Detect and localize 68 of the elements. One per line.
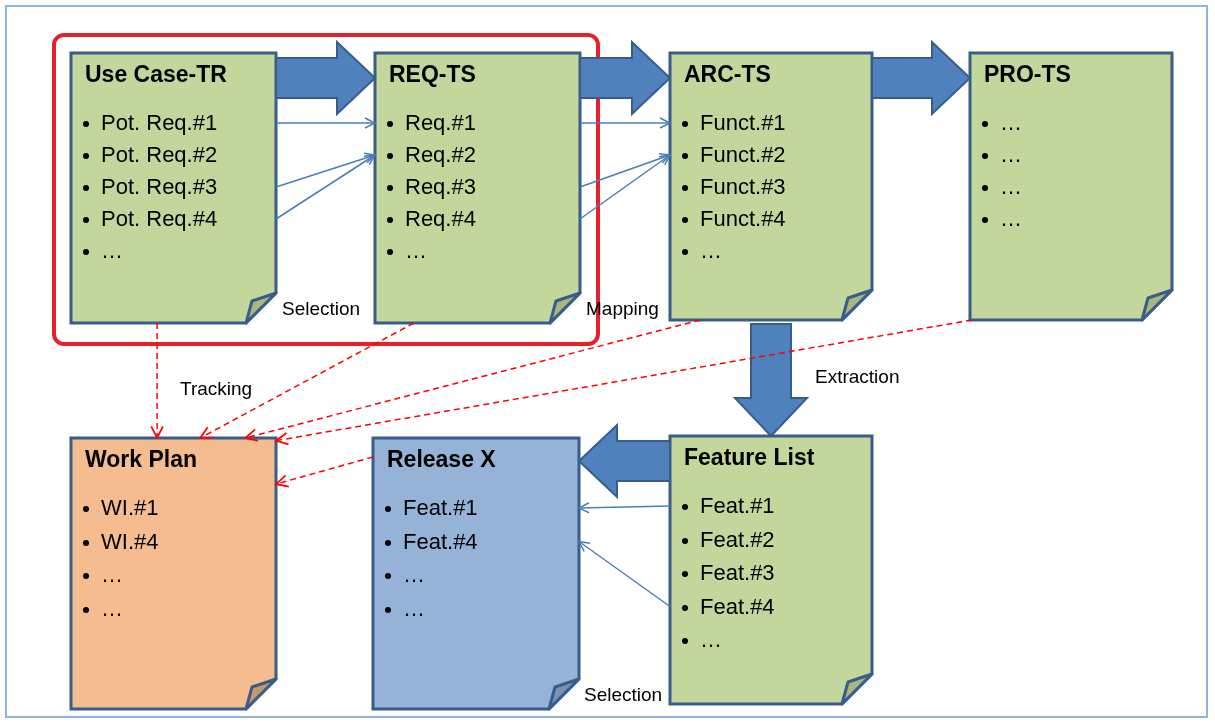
document-card xyxy=(670,436,872,704)
document-title: Use Case-TR xyxy=(85,61,227,88)
document-title: Feature List xyxy=(684,444,815,471)
document-card xyxy=(71,438,276,709)
mapping-arrow xyxy=(578,540,671,608)
list-item: … xyxy=(373,560,579,590)
list-item: Pot. Req.#1 xyxy=(71,108,276,138)
mapping-arrow xyxy=(579,152,671,188)
list-item: Funct.#4 xyxy=(670,204,872,234)
document-card xyxy=(670,53,872,320)
list-item: Pot. Req.#3 xyxy=(71,172,276,202)
list-item: … xyxy=(375,236,580,266)
tracking-arrow xyxy=(244,319,702,442)
list-item: Funct.#3 xyxy=(670,172,872,202)
list-item: … xyxy=(970,140,1172,170)
tracking-arrow xyxy=(275,456,374,488)
step-label: Selection xyxy=(584,684,663,706)
document-card xyxy=(375,53,580,323)
mapping-arrow xyxy=(578,502,671,514)
document-card xyxy=(970,53,1172,320)
document-title: REQ-TS xyxy=(389,61,476,88)
block-arrow xyxy=(871,39,972,117)
list-item: Pot. Req.#4 xyxy=(71,204,276,234)
list-item: … xyxy=(71,236,276,266)
step-label: Selection xyxy=(282,298,361,320)
document-title: ARC-TS xyxy=(684,61,771,88)
document-card xyxy=(373,438,579,709)
mapping-arrow xyxy=(275,154,376,220)
list-item: Feat.#4 xyxy=(373,526,579,557)
list-item: … xyxy=(670,236,872,266)
list-item: Pot. Req.#2 xyxy=(71,140,276,170)
list-item: Feat.#1 xyxy=(670,491,872,521)
block-arrow xyxy=(732,323,810,438)
block-arrow xyxy=(577,422,671,500)
list-item: Feat.#1 xyxy=(373,493,579,523)
tracking-arrow xyxy=(199,322,415,439)
document-title: Release X xyxy=(387,446,496,473)
list-item: … xyxy=(71,593,276,624)
list-item: … xyxy=(71,560,276,590)
document-card xyxy=(71,53,276,323)
list-item: WI.#4 xyxy=(71,526,276,557)
block-arrow xyxy=(579,39,672,117)
list-item: … xyxy=(970,108,1172,138)
list-item: Req.#4 xyxy=(375,204,580,234)
list-item: Funct.#2 xyxy=(670,140,872,170)
list-item: … xyxy=(670,625,872,655)
list-item: Feat.#3 xyxy=(670,558,872,588)
list-item: Req.#1 xyxy=(375,108,580,138)
list-item: Feat.#2 xyxy=(670,524,872,555)
list-item: Req.#2 xyxy=(375,140,580,170)
list-item: Funct.#1 xyxy=(670,108,872,138)
mapping-arrow xyxy=(275,117,376,129)
list-item: … xyxy=(970,172,1172,202)
list-item: Req.#3 xyxy=(375,172,580,202)
tracking-arrow xyxy=(150,322,164,439)
list-item: … xyxy=(970,204,1172,234)
mapping-arrow xyxy=(275,152,376,188)
list-item: WI.#1 xyxy=(71,493,276,523)
list-item: Feat.#4 xyxy=(670,591,872,622)
document-title: PRO-TS xyxy=(984,61,1071,88)
mapping-arrow xyxy=(579,154,671,220)
document-title: Work Plan xyxy=(85,446,198,473)
step-label: Tracking xyxy=(180,378,253,400)
mapping-arrow xyxy=(579,117,671,129)
list-item: … xyxy=(373,593,579,624)
step-label: Extraction xyxy=(815,366,900,388)
tracking-arrow xyxy=(275,319,973,446)
block-arrow xyxy=(275,39,377,117)
